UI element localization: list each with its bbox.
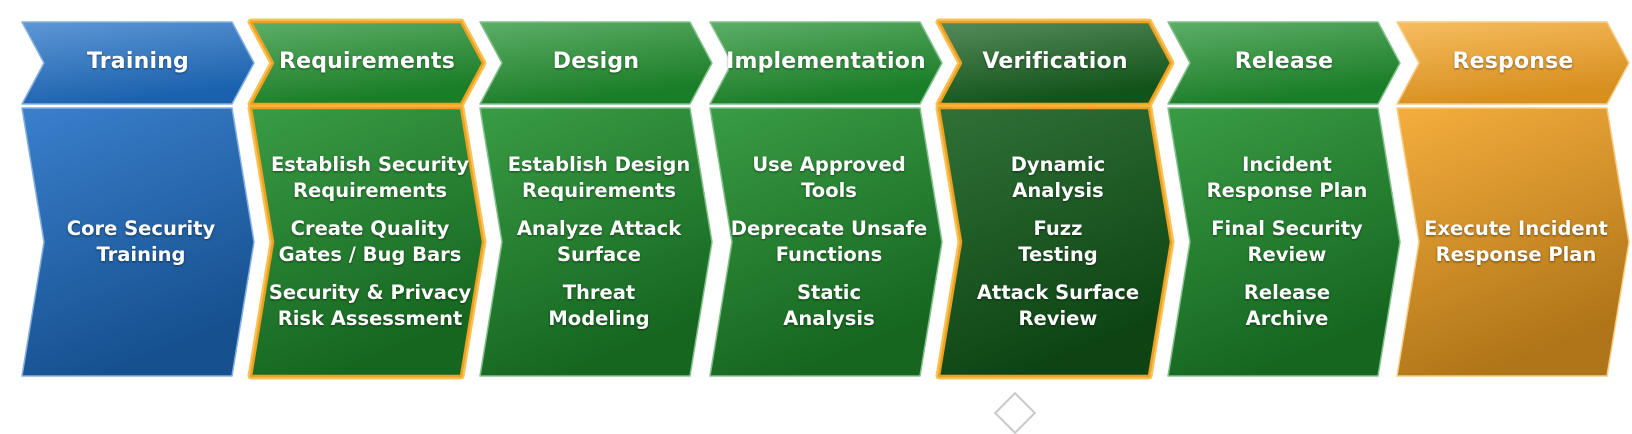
chevron-shape	[709, 21, 943, 105]
chevron-shape	[479, 21, 713, 105]
activity-item: Core Security Training	[66, 217, 216, 266]
phase-implementation: Implementation Use Approved Tools Deprec…	[709, 0, 943, 408]
activity-item: Static Analysis	[783, 281, 875, 330]
sdl-process-diagram: Training Core Security Training Requirem…	[21, 0, 1630, 434]
phase-title: Implementation	[726, 49, 926, 74]
phase-header: Training	[21, 21, 255, 105]
phase-title: Release	[1234, 49, 1334, 74]
phase-requirements: Requirements Establish Security Requirem…	[247, 0, 487, 408]
chevron-shape	[1396, 21, 1630, 105]
phase-design: Design Establish Design Requirements Ana…	[479, 0, 713, 408]
chevron-shape	[1167, 21, 1401, 105]
chevron-shape	[935, 104, 1175, 380]
chevron-shape	[935, 18, 1175, 108]
phase-response: Response Execute Incident Response Plan	[1396, 0, 1630, 408]
activity-list: Establish Security Requirements Create Q…	[251, 108, 483, 376]
phase-body: Establish Design Requirements Analyze At…	[479, 107, 713, 377]
phase-release: Release Incident Response Plan Final Sec…	[1167, 0, 1401, 408]
activity-item: Incident Response Plan	[1206, 153, 1368, 202]
phase-header: Requirements	[247, 18, 487, 108]
phase-title: Verification	[982, 49, 1128, 74]
phase-title: Training	[86, 49, 190, 74]
phase-body: Core Security Training	[21, 107, 255, 377]
activity-item: Create Quality Gates / Bug Bars	[278, 217, 462, 266]
activity-item: Fuzz Testing	[1018, 217, 1098, 266]
phase-body: Incident Response Plan Final Security Re…	[1167, 107, 1401, 377]
chevron-shape	[21, 107, 255, 377]
activity-list: Dynamic Analysis Fuzz Testing Attack Sur…	[939, 108, 1171, 376]
phase-body: Use Approved Tools Deprecate Unsafe Func…	[709, 107, 943, 377]
activity-item: Execute Incident Response Plan	[1424, 217, 1608, 266]
activity-list: Use Approved Tools Deprecate Unsafe Func…	[710, 108, 942, 376]
phase-title: Design	[552, 49, 640, 74]
activity-item: Dynamic Analysis	[1010, 153, 1106, 202]
phase-training: Training Core Security Training	[21, 0, 255, 408]
activity-item: Release Archive	[1243, 281, 1331, 330]
phase-verification: Verification Dynamic Analysis Fuzz Testi…	[935, 0, 1175, 408]
activity-list: Core Security Training	[22, 108, 254, 376]
activity-item: Analyze Attack Surface	[516, 217, 682, 266]
phase-title: Requirements	[278, 49, 456, 74]
chevron-shape	[709, 107, 943, 377]
activity-item: Establish Design Requirements	[507, 153, 691, 202]
activity-item: Threat Modeling	[548, 281, 650, 330]
activity-item: Final Security Review	[1211, 217, 1363, 266]
activity-item: Establish Security Requirements	[270, 153, 470, 202]
chevron-shape	[247, 104, 487, 380]
phase-body: Execute Incident Response Plan	[1396, 107, 1630, 377]
chevron-shape	[479, 107, 713, 377]
chevron-shape	[21, 21, 255, 105]
chevron-shape	[1167, 107, 1401, 377]
phase-header: Release	[1167, 21, 1401, 105]
chevron-shape	[1396, 107, 1630, 377]
phase-body: Dynamic Analysis Fuzz Testing Attack Sur…	[935, 104, 1175, 380]
activity-item: Attack Surface Review	[976, 281, 1140, 330]
activity-item: Security & Privacy Risk Assessment	[268, 281, 472, 330]
phase-title: Response	[1452, 49, 1574, 74]
phase-header: Verification	[935, 18, 1175, 108]
phase-body: Establish Security Requirements Create Q…	[247, 104, 487, 380]
phase-header: Design	[479, 21, 713, 105]
activity-list: Establish Design Requirements Analyze At…	[480, 108, 712, 376]
activity-list: Execute Incident Response Plan	[1397, 108, 1629, 376]
activity-list: Incident Response Plan Final Security Re…	[1168, 108, 1400, 376]
activity-item: Deprecate Unsafe Functions	[730, 217, 928, 266]
chevron-shape	[247, 18, 487, 108]
phase-header: Response	[1396, 21, 1630, 105]
activity-item: Use Approved Tools	[752, 153, 906, 202]
phase-header: Implementation	[709, 21, 943, 105]
